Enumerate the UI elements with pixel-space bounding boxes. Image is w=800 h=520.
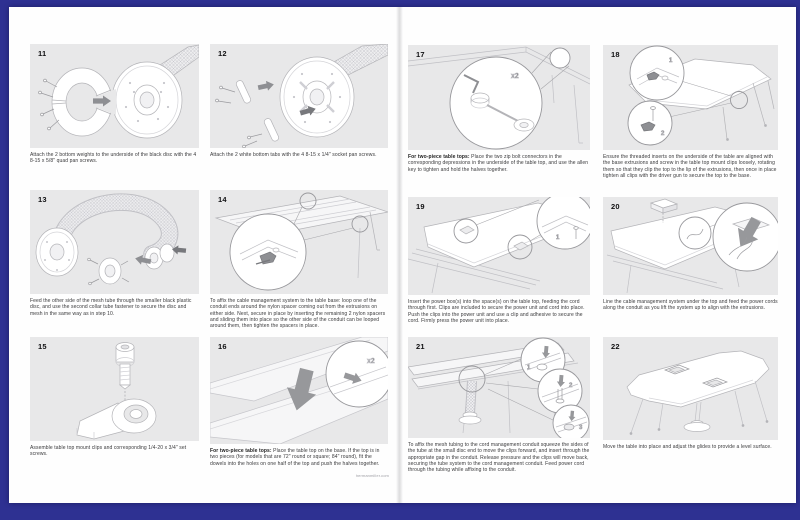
step-number: 17 <box>416 50 425 59</box>
callout-dot <box>678 216 712 250</box>
step-number: 15 <box>38 342 47 351</box>
illustration-bottom-tabs <box>215 44 388 148</box>
panel-step-11: 11 Attach the 2 bottom weights to the un… <box>30 44 199 165</box>
arrow-icon <box>541 345 550 358</box>
set-screw <box>115 342 135 400</box>
callout-dot <box>549 47 571 69</box>
callout-dot <box>299 192 317 210</box>
badge-2: 2 <box>569 383 573 389</box>
badge-x2: x2 <box>367 358 375 365</box>
magnifier-circle <box>229 213 307 291</box>
illustration-finished-table <box>626 350 770 435</box>
badge-2: 2 <box>661 131 665 137</box>
illustration-mount-clip-screw <box>76 342 157 440</box>
panel-step-20: 20 Line the cable management system unde… <box>603 197 778 312</box>
step-number: 22 <box>611 342 620 351</box>
step-caption: Attach the 2 white bottom tabs with the … <box>210 152 377 158</box>
panel-step-18: 1 2 18 Ensure the threaded inserts on th… <box>603 45 778 179</box>
step-number: 18 <box>611 50 620 59</box>
step-caption: To affix the cable management system to … <box>210 298 386 330</box>
magnifier-circle <box>629 45 685 101</box>
arrow-icon <box>172 245 187 255</box>
panel-step-15: 15 Assemble table top mount clips and co… <box>30 337 199 458</box>
badge-1: 1 <box>556 235 560 241</box>
power-hatch <box>664 364 690 375</box>
badge-1: 1 <box>527 365 531 371</box>
allen-key <box>463 74 480 94</box>
step-caption: For two-piece table tops: Place the two … <box>408 154 589 173</box>
badge-x2: x2 <box>511 73 519 80</box>
step-caption: Line the cable management system under t… <box>603 299 778 312</box>
step-caption: Move the table into place and adjust the… <box>603 444 772 450</box>
arrow-icon <box>135 254 152 265</box>
step-number: 16 <box>218 342 227 351</box>
magnifier-circle <box>552 404 590 438</box>
step-caption: For two-piece table tops: Place the tabl… <box>210 448 380 467</box>
callout-dot <box>351 215 369 233</box>
arrow-icon <box>93 95 111 107</box>
illustration-feed-cords <box>606 198 778 294</box>
illustration-two-piece-top: x2 <box>210 337 388 444</box>
step-caption: Feed the other side of the mesh tube thr… <box>30 298 192 317</box>
step-caption: Attach the 2 bottom weights to the under… <box>30 152 197 165</box>
step-number: 13 <box>38 195 47 204</box>
step-caption: Assemble table top mount clips and corre… <box>30 445 187 458</box>
illustration-affix-mesh-tubing: 1 2 3 <box>408 337 590 438</box>
panel-step-19: 1 19 Insert the power box(s) into the sp… <box>408 197 590 324</box>
panel-step-14: 14 To affix the cable management system … <box>210 190 388 329</box>
badge-3: 3 <box>579 425 583 431</box>
panel-step-12: 12 Attach the 2 white bottom tabs with t… <box>210 44 388 158</box>
illustration-zip-bolts: x2 <box>408 46 590 150</box>
panel-step-16: x2 16 For two-piece table tops: Place th… <box>210 337 388 467</box>
step-caption: To affix the mesh tubing to the cord man… <box>408 442 590 474</box>
badge-1: 1 <box>669 58 673 64</box>
callout-dot <box>730 91 748 109</box>
power-cutout <box>507 234 533 260</box>
footer-fine-print: hermanmiller.com <box>355 473 389 478</box>
illustration-bottom-weights <box>38 44 199 139</box>
step-caption: Insert the power box(s) into the space(s… <box>408 299 585 324</box>
illustration-align-inserts: 1 2 <box>627 45 775 146</box>
illustration-power-box: 1 <box>408 197 590 294</box>
step-caption: Ensure the threaded inserts on the under… <box>603 154 777 179</box>
clip-detail <box>640 121 656 132</box>
step-number: 11 <box>38 49 47 58</box>
mount-clip <box>76 398 157 440</box>
magnifier-circle <box>325 340 388 408</box>
step-number: 20 <box>611 202 620 211</box>
magnifier-circle <box>449 56 543 150</box>
illustration-mesh-tube <box>35 193 187 286</box>
arrow-icon <box>299 105 316 116</box>
power-hatch <box>702 377 728 388</box>
clip-detail <box>646 71 660 81</box>
panel-step-13: 13 Feed the other side of the mesh tube … <box>30 190 199 317</box>
step-number: 19 <box>416 202 425 211</box>
pedestal-base <box>683 401 711 432</box>
instruction-sheet: 11 Attach the 2 bottom weights to the un… <box>9 7 796 503</box>
big-arrow-icon <box>737 216 761 247</box>
page-seam <box>396 7 403 503</box>
panel-step-22: 22 Move the table into place and adjust … <box>603 337 778 450</box>
arrow-icon <box>556 374 565 387</box>
dowel-arrow-icon <box>343 372 362 384</box>
arrow-icon <box>257 80 274 91</box>
panel-step-17: x2 17 For two-piece table tops: Place th… <box>408 45 590 173</box>
power-cutout <box>453 218 479 244</box>
arrow-icon <box>568 410 576 422</box>
callout-dot <box>458 365 486 393</box>
power-box <box>649 198 679 223</box>
illustration-cable-management-base <box>214 192 388 291</box>
big-arrow-icon <box>286 367 317 411</box>
collar-fastener <box>87 257 130 286</box>
step-number: 21 <box>416 342 425 351</box>
panel-step-21: 1 2 3 21 To affix the mesh tubing to the… <box>408 337 590 473</box>
step-number: 12 <box>218 49 227 58</box>
step-number: 14 <box>218 195 227 204</box>
